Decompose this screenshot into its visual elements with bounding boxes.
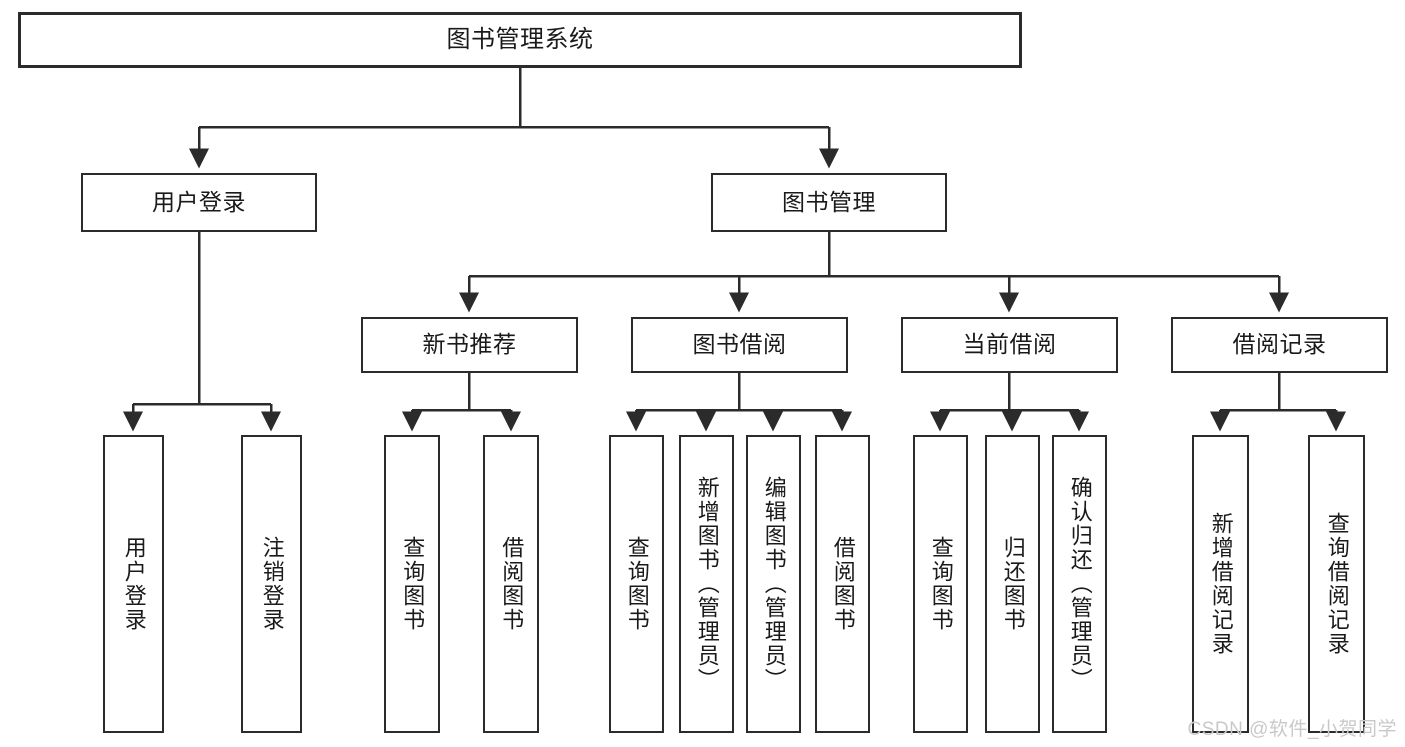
node-new-book-recommend-label: 新书推荐 — [422, 331, 517, 358]
node-leaf-logout-login-label: 注销登录 — [259, 536, 285, 632]
node-leaf-edit-book[interactable]: 编辑图书（管理员） — [746, 435, 801, 733]
node-leaf-logout-login[interactable]: 注销登录 — [241, 435, 302, 733]
node-leaf-query-book-1[interactable]: 查询图书 — [384, 435, 440, 733]
node-leaf-query-book-3-label: 查询图书 — [928, 536, 954, 632]
node-leaf-borrow-book-2-label: 借阅图书 — [830, 536, 856, 632]
node-book-manage-label: 图书管理 — [782, 188, 876, 215]
node-leaf-confirm-return[interactable]: 确认归还（管理员） — [1052, 435, 1107, 733]
node-root-label: 图书管理系统 — [446, 25, 594, 53]
node-new-book-recommend[interactable]: 新书推荐 — [361, 317, 578, 373]
node-leaf-add-book[interactable]: 新增图书（管理员） — [679, 435, 734, 733]
node-current-borrow[interactable]: 当前借阅 — [901, 317, 1118, 373]
node-leaf-borrow-book-1[interactable]: 借阅图书 — [483, 435, 539, 733]
node-leaf-query-book-3[interactable]: 查询图书 — [913, 435, 968, 733]
node-leaf-add-record[interactable]: 新增借阅记录 — [1192, 435, 1249, 733]
node-leaf-return-book-label: 归还图书 — [1000, 536, 1026, 632]
node-leaf-user-login-label: 用户登录 — [121, 536, 147, 632]
node-leaf-borrow-book-2[interactable]: 借阅图书 — [815, 435, 870, 733]
node-current-borrow-label: 当前借阅 — [962, 331, 1057, 358]
node-leaf-query-book-2-label: 查询图书 — [624, 536, 650, 632]
node-root[interactable]: 图书管理系统 — [18, 12, 1022, 68]
node-leaf-edit-book-label: 编辑图书（管理员） — [761, 476, 787, 692]
node-leaf-add-record-label: 新增借阅记录 — [1208, 512, 1234, 656]
node-user-login[interactable]: 用户登录 — [81, 173, 317, 232]
node-leaf-query-record[interactable]: 查询借阅记录 — [1308, 435, 1365, 733]
node-leaf-user-login[interactable]: 用户登录 — [103, 435, 164, 733]
node-book-borrow[interactable]: 图书借阅 — [631, 317, 848, 373]
node-leaf-return-book[interactable]: 归还图书 — [985, 435, 1040, 733]
node-leaf-confirm-return-label: 确认归还（管理员） — [1067, 476, 1093, 692]
node-leaf-query-book-1-label: 查询图书 — [400, 536, 426, 632]
node-borrow-record[interactable]: 借阅记录 — [1171, 317, 1388, 373]
node-borrow-record-label: 借阅记录 — [1232, 331, 1327, 358]
csdn-watermark: CSDN @软件_小贺同学 — [1187, 719, 1397, 740]
node-book-manage[interactable]: 图书管理 — [711, 173, 947, 232]
node-leaf-query-book-2[interactable]: 查询图书 — [609, 435, 664, 733]
node-leaf-query-record-label: 查询借阅记录 — [1324, 512, 1350, 656]
node-leaf-add-book-label: 新增图书（管理员） — [694, 476, 720, 692]
node-user-login-label: 用户登录 — [152, 188, 246, 215]
node-book-borrow-label: 图书借阅 — [692, 331, 787, 358]
node-leaf-borrow-book-1-label: 借阅图书 — [499, 536, 525, 632]
